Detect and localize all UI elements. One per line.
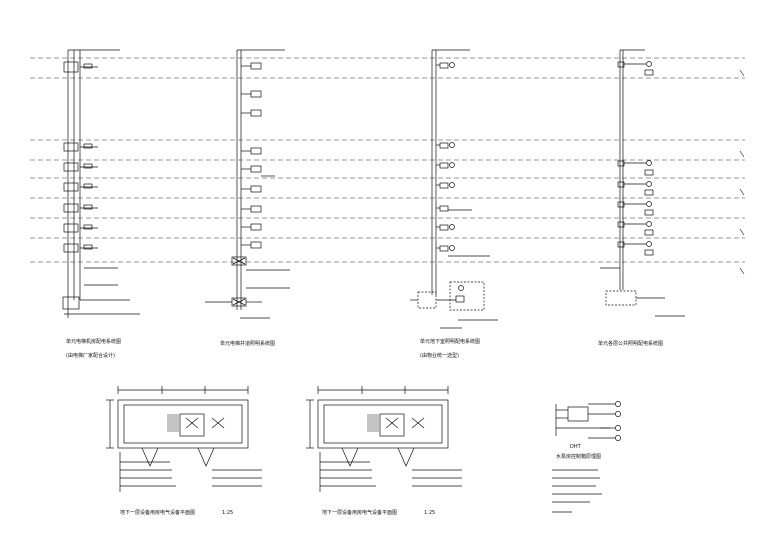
control-box-title: 水泵房控制箱原理图 [556, 453, 601, 460]
control-box-label: DHT [570, 444, 582, 450]
diagram-2-title: 单元电梯井道照明系统图 [220, 340, 275, 347]
diagram-3-title: 单元地下室照明配电系统图 [420, 338, 480, 345]
plan-2-hatch [367, 414, 379, 432]
riser-diagram-1 [62, 49, 140, 318]
plan-1-scale: 1:25 [222, 510, 233, 516]
control-box-diagram [552, 401, 621, 513]
diagram-4-title: 单元各层公共照明配电系统图 [598, 340, 663, 347]
floor-level-markers [739, 69, 745, 275]
riser-diagram-4 [600, 49, 685, 317]
riser-diagram-2 [205, 49, 290, 319]
plan-drawing-1 [106, 386, 262, 492]
plan-1-hatch [167, 414, 179, 432]
diagram-1-subtitle: (由电梯厂家配合设计) [66, 352, 115, 359]
plan-drawing-2 [306, 386, 462, 492]
diagram-3-subtitle: (由物业统一选型) [420, 352, 459, 359]
riser-diagram-3 [410, 49, 498, 329]
plan-1-title: 地下一层设备用房电气设备平面图 [120, 509, 195, 516]
floor-level-lines [30, 57, 745, 263]
plan-2-title: 地下一层设备用房电气设备平面图 [322, 509, 397, 516]
diagram-1-title: 单元电梯机房配电系统图 [66, 338, 121, 345]
plan-2-scale: 1:25 [424, 510, 435, 516]
